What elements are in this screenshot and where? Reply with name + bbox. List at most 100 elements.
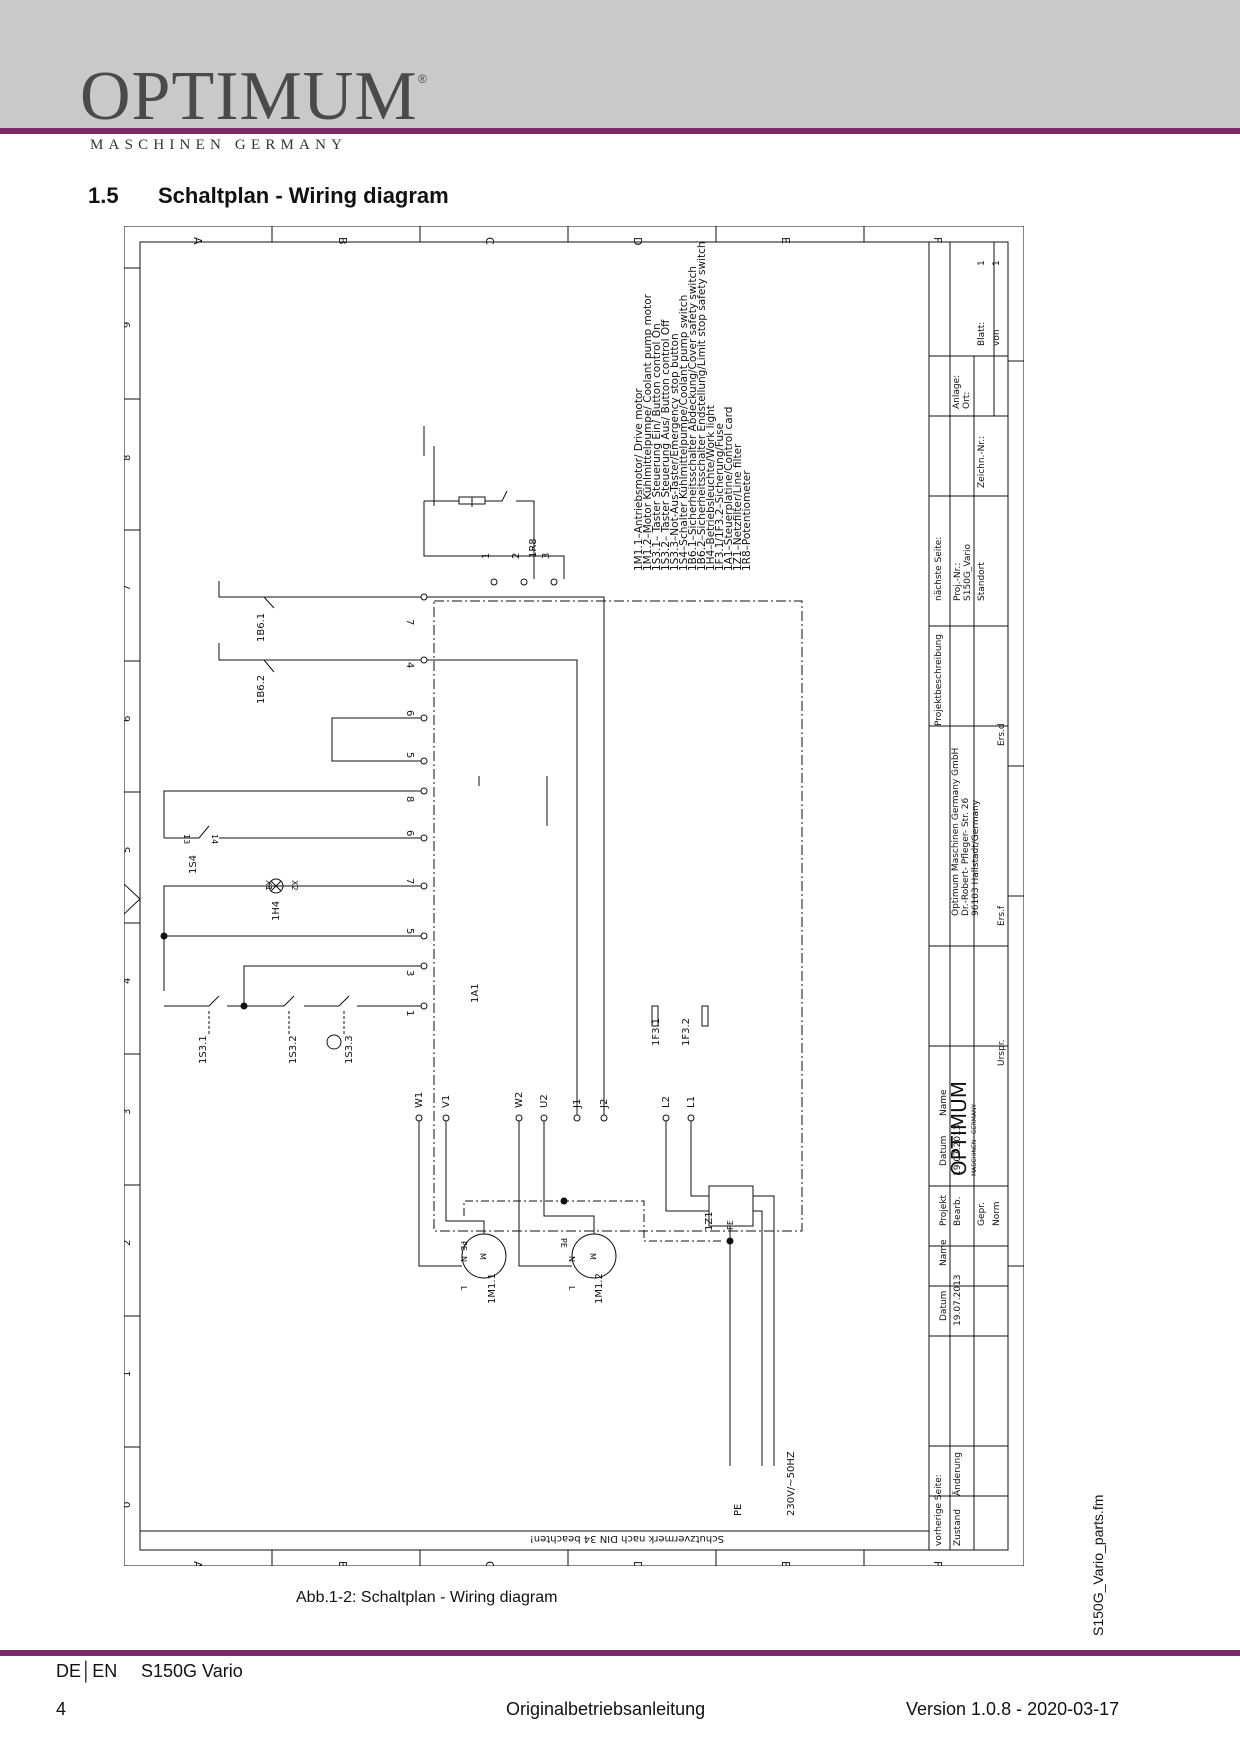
label-1h4: 1H4: [271, 901, 282, 921]
page-number: 4: [56, 1699, 67, 1719]
terminal-j2: J2: [599, 1099, 610, 1109]
m11-pin-n: N: [459, 1256, 468, 1262]
col-letter-e: E: [779, 237, 792, 244]
col-letter-c: C: [483, 237, 496, 245]
legend-line-1: 1M1.1–Antriebsmotor/ Drive motor: [633, 388, 645, 571]
brand-tagline: MASCHINEN GERMANY: [90, 137, 348, 153]
tb-anlage: Anlage:: [952, 375, 962, 409]
side-file-name: S150G_Vario_parts.fm: [1090, 1494, 1106, 1636]
legend-line-7: 1B6.1–Sicherheitsschalter Abdeckung/Cove…: [687, 266, 699, 571]
section-title: Schaltplan - Wiring diagram: [158, 183, 449, 208]
m11-pin-l: L: [459, 1286, 468, 1291]
label-1s3-2: 1S3.2: [288, 1035, 299, 1064]
z1-pin-pe: PE: [726, 1220, 735, 1230]
header-band: [0, 0, 1240, 128]
m12-pin-pe: PE: [559, 1238, 568, 1248]
tb-projektbeschreibung: Projektbeschreibung: [934, 634, 944, 726]
footer-rule: [0, 1650, 1240, 1656]
row-num-6: 6: [124, 716, 133, 722]
terminal-4: 4: [404, 662, 415, 668]
m12-pin-n: N: [567, 1256, 576, 1262]
wiring-diagram: A B C D E F A B C D E F 9 8 7 6 5 4 3 2 …: [124, 226, 1024, 1566]
legend-line-9: 1H4–Betriebsleuchte/Work light: [705, 405, 717, 571]
supply-pe: PE: [733, 1504, 744, 1516]
tb-name2: Name: [939, 1239, 949, 1266]
tb-zustand: Zustand: [953, 1509, 963, 1546]
m11-pin-pe: PE: [459, 1241, 468, 1251]
tb-urspr: Urspr.: [997, 1040, 1007, 1066]
terminal-6b: 6: [404, 830, 415, 836]
terminal-7a: 7: [404, 619, 415, 625]
row-num-9: 9: [124, 322, 133, 328]
m12-pin-l: L: [567, 1286, 576, 1291]
col-letter-b: B: [336, 237, 349, 245]
terminal-l2: L2: [661, 1096, 672, 1108]
terminal-8: 8: [404, 796, 415, 802]
terminal-5b: 5: [404, 928, 415, 934]
row-num-5: 5: [124, 847, 133, 853]
terminal-1: 1: [404, 1010, 415, 1016]
terminal-5a: 5: [404, 752, 415, 758]
pot-terminal-2: 2: [511, 553, 522, 559]
legend-line-5: 1S3.3–Not-Aus-Taster/Emergency stop butt…: [669, 333, 681, 571]
header-rule: [0, 128, 1240, 134]
tb-gepr: Gepr.: [977, 1202, 987, 1226]
tb-datum2: Datum: [939, 1291, 949, 1321]
tb-date: 19.07.2013: [953, 1124, 963, 1176]
brand-logo: OPTIMUM: [80, 58, 418, 135]
tb-standort: Standort: [977, 562, 987, 601]
label-1s3-3: 1S3.3: [344, 1035, 355, 1064]
col-letter-d: D: [631, 237, 644, 245]
footer-model: S150G Vario: [141, 1661, 243, 1681]
terminal-v1: V1: [441, 1095, 452, 1108]
tb-bearb: Bearb.: [953, 1196, 963, 1226]
row-num-3: 3: [124, 1109, 133, 1115]
col-letter-e-bottom: E: [779, 1561, 792, 1566]
footer-version: Version 1.0.8 - 2020-03-17: [906, 1699, 1120, 1719]
label-1m1-1: 1M1.1: [487, 1273, 498, 1304]
tb-blatt-val: 1: [977, 260, 987, 266]
terminal-l1: L1: [686, 1096, 697, 1108]
supply-voltage: 230V/~50HZ: [786, 1451, 797, 1516]
tb-proj-nr-label: Proj.-Nr.:: [953, 563, 963, 601]
tb-von-val: 1: [992, 260, 1002, 266]
tb-logo: OPTIMUM: [947, 1081, 971, 1176]
label-1b6-2: 1B6.2: [256, 675, 267, 704]
legend-line-4: 1S3.2– Taster Steuerung Aus/ Button cont…: [660, 319, 672, 571]
tb-street: Dr.-Robert- Pfleger- Str. 26: [961, 797, 971, 916]
row-num-1: 1: [124, 1371, 133, 1377]
tb-logo-sub: MASCHINEN · GERMANY: [971, 1104, 978, 1176]
col-letter-f: F: [931, 237, 944, 243]
tb-von: von: [992, 329, 1002, 346]
legend-line-11: 1A1–Steuerplatine/Control card: [723, 407, 735, 571]
legend-line-10: 1F3.1/1F3.2–Sicherung/Fuse: [714, 423, 726, 571]
tb-norm: Norm: [992, 1201, 1002, 1226]
tb-projekt-h: Projekt: [939, 1194, 949, 1226]
terminal-6a: 6: [404, 710, 415, 716]
terminal-7b: 7: [404, 878, 415, 884]
h4-pin-x1: X1: [264, 880, 273, 891]
tb-company: Optimum Maschinen Germany GmbH: [951, 748, 961, 916]
terminal-w1: W1: [414, 1092, 425, 1108]
row-num-8: 8: [124, 455, 133, 461]
h4-pin-x2: X2: [290, 880, 299, 891]
label-1s4: 1S4: [188, 855, 199, 874]
protection-note: Schutzvermerk nach DIN 34 beachten!: [530, 1533, 724, 1544]
tb-datum-h: Datum: [939, 1136, 949, 1166]
col-letter-c-bottom: C: [483, 1561, 496, 1566]
terminal-w2: W2: [514, 1092, 525, 1108]
tb-vorherige-seite: vorherige Seite:: [934, 1474, 944, 1546]
col-letter-a-bottom: A: [191, 1561, 204, 1566]
tb-ort: Ort:: [962, 392, 972, 409]
legend-line-2: 1M1.2–Motor Kühlmittelpumpe/ Coolant pum…: [642, 293, 654, 571]
row-num-2: 2: [124, 1240, 133, 1246]
label-1f3-2: 1F3.2: [681, 1018, 692, 1046]
label-1z1: 1Z1: [704, 1211, 715, 1231]
col-letter-f-bottom: F: [931, 1561, 944, 1566]
footer-language: DE│EN: [56, 1661, 118, 1681]
legend-line-6: 1S4–Schalter Kühlmittelpumpe/Coolant pum…: [678, 295, 690, 571]
label-1m1-2: 1M1.2: [594, 1273, 605, 1304]
legend-line-13: 1R8–Potentiometer: [741, 470, 753, 571]
tb-blatt: Blatt:: [977, 322, 987, 346]
tb-naechste-seite: nächste Seite:: [934, 537, 944, 601]
